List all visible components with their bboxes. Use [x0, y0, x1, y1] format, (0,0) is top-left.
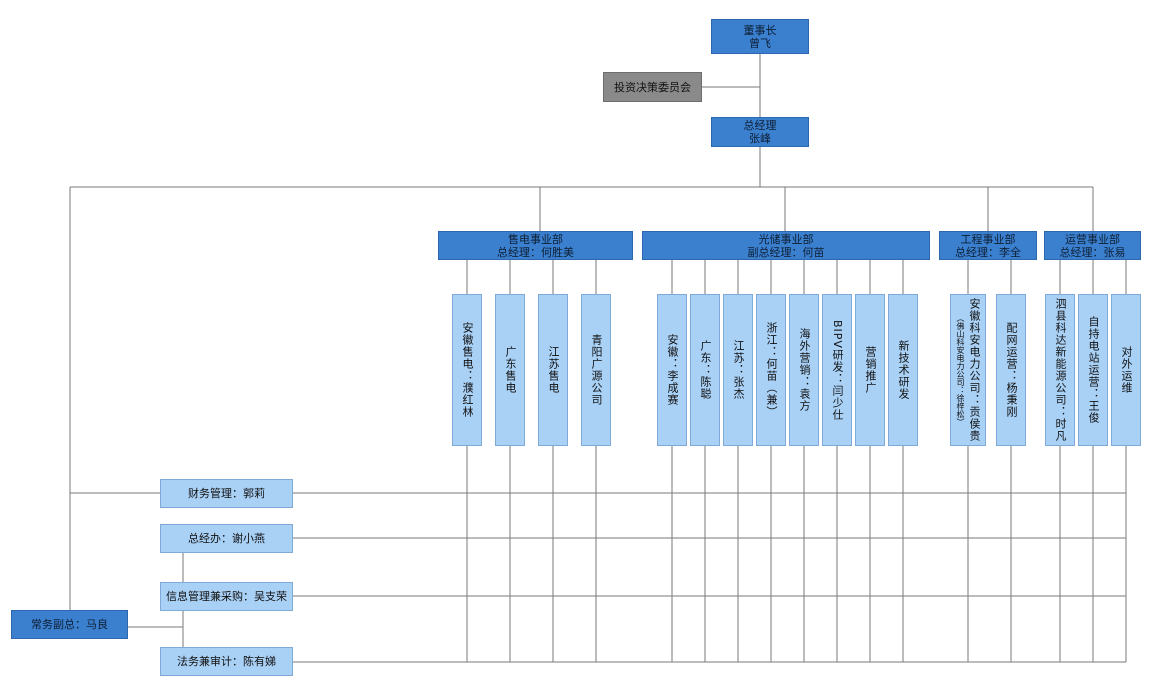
general-manager-box: 总经理 张峰: [711, 117, 809, 147]
unit-label: 海外营销：袁方: [798, 328, 811, 412]
unit-box: 营销推广: [855, 294, 885, 446]
unit-label: 自持电站运营：王俊: [1087, 316, 1100, 424]
chairman-box: 董事长 曾飞: [711, 19, 809, 54]
unit-box: 自持电站运营：王俊: [1078, 294, 1108, 446]
unit-label: 配网运营：杨秉刚: [1005, 322, 1018, 418]
division-box-pv-storage: 光储事业部 副总经理：何苗: [642, 231, 930, 260]
unit-box: 对外运维: [1111, 294, 1141, 446]
division-manager: 总经理：何胜美: [497, 245, 574, 259]
unit-box: 安徽售电：濮红林: [452, 294, 482, 446]
committee-box: 投资决策委员会: [603, 72, 702, 102]
division-title: 售电事业部: [508, 232, 563, 246]
unit-label: 安徽科安电力公司：贡侯贵: [968, 298, 981, 442]
unit-label: 安徽：李成赛: [666, 334, 679, 406]
gm-name: 张峰: [749, 132, 771, 145]
unit-label: 安徽售电：濮红林: [461, 322, 474, 418]
function-label: 法务兼审计：陈有娣: [177, 655, 276, 668]
unit-box: 浙江：何苗（兼）: [756, 294, 786, 446]
division-title: 光储事业部: [758, 232, 814, 246]
unit-label: 新技术研发: [897, 340, 910, 400]
division-box-operations: 运营事业部 总经理：张易: [1044, 231, 1141, 260]
chairman-name: 曾飞: [749, 36, 771, 50]
division-title: 工程事业部: [960, 232, 1016, 246]
function-box-gm-office: 总经办：谢小燕: [160, 524, 293, 553]
unit-label: 营销推广: [864, 346, 877, 394]
function-label: 财务管理：郭莉: [188, 487, 265, 500]
division-manager: 总经理：张易: [1059, 245, 1126, 259]
unit-note: （佛山科安电力公司：徐梓松）: [956, 314, 965, 426]
unit-label: BIPV研发：闫少仕: [831, 319, 844, 421]
vice-gm-label: 常务副总：马良: [31, 618, 108, 631]
unit-label: 广东售电: [504, 346, 517, 394]
unit-box: 配网运营：杨秉刚: [996, 294, 1026, 446]
unit-box: 江苏售电: [538, 294, 568, 446]
function-label: 信息管理兼采购：吴支荣: [166, 590, 287, 603]
unit-box: 泗县科达新能源公司：时凡: [1045, 294, 1075, 446]
unit-box: 新技术研发: [888, 294, 918, 446]
unit-box: 海外营销：袁方: [789, 294, 819, 446]
unit-label: 广东：陈聪: [699, 340, 712, 400]
chairman-title: 董事长: [743, 23, 777, 37]
division-manager: 总经理：李全: [955, 245, 1021, 259]
division-title: 运营事业部: [1065, 232, 1120, 246]
unit-label: 泗县科达新能源公司：时凡: [1054, 298, 1067, 442]
division-box-sales-power: 售电事业部 总经理：何胜美: [438, 231, 633, 260]
function-box-legal-audit: 法务兼审计：陈有娣: [160, 647, 293, 676]
unit-label: 江苏售电: [547, 346, 560, 394]
division-manager: 副总经理：何苗: [747, 245, 825, 259]
unit-box: 广东：陈聪: [690, 294, 720, 446]
unit-label: 浙江：何苗（兼）: [765, 322, 778, 418]
vice-gm-box: 常务副总：马良: [11, 610, 128, 639]
function-label: 总经办：谢小燕: [188, 532, 265, 545]
unit-box: 广东售电: [495, 294, 525, 446]
function-box-finance: 财务管理：郭莉: [160, 479, 293, 508]
unit-label: 青阳广源公司: [590, 334, 603, 406]
unit-box: 安徽：李成赛: [657, 294, 687, 446]
unit-box: BIPV研发：闫少仕: [822, 294, 852, 446]
unit-box: 安徽科安电力公司：贡侯贵 （佛山科安电力公司：徐梓松）: [950, 294, 986, 446]
gm-title: 总经理: [743, 119, 777, 132]
unit-label: 江苏：张杰: [732, 340, 745, 400]
committee-label: 投资决策委员会: [614, 80, 691, 94]
unit-label: 对外运维: [1120, 346, 1133, 394]
division-box-engineering: 工程事业部 总经理：李全: [939, 231, 1037, 260]
unit-box: 青阳广源公司: [581, 294, 611, 446]
unit-box: 江苏：张杰: [723, 294, 753, 446]
function-box-it-procurement: 信息管理兼采购：吴支荣: [160, 582, 293, 611]
